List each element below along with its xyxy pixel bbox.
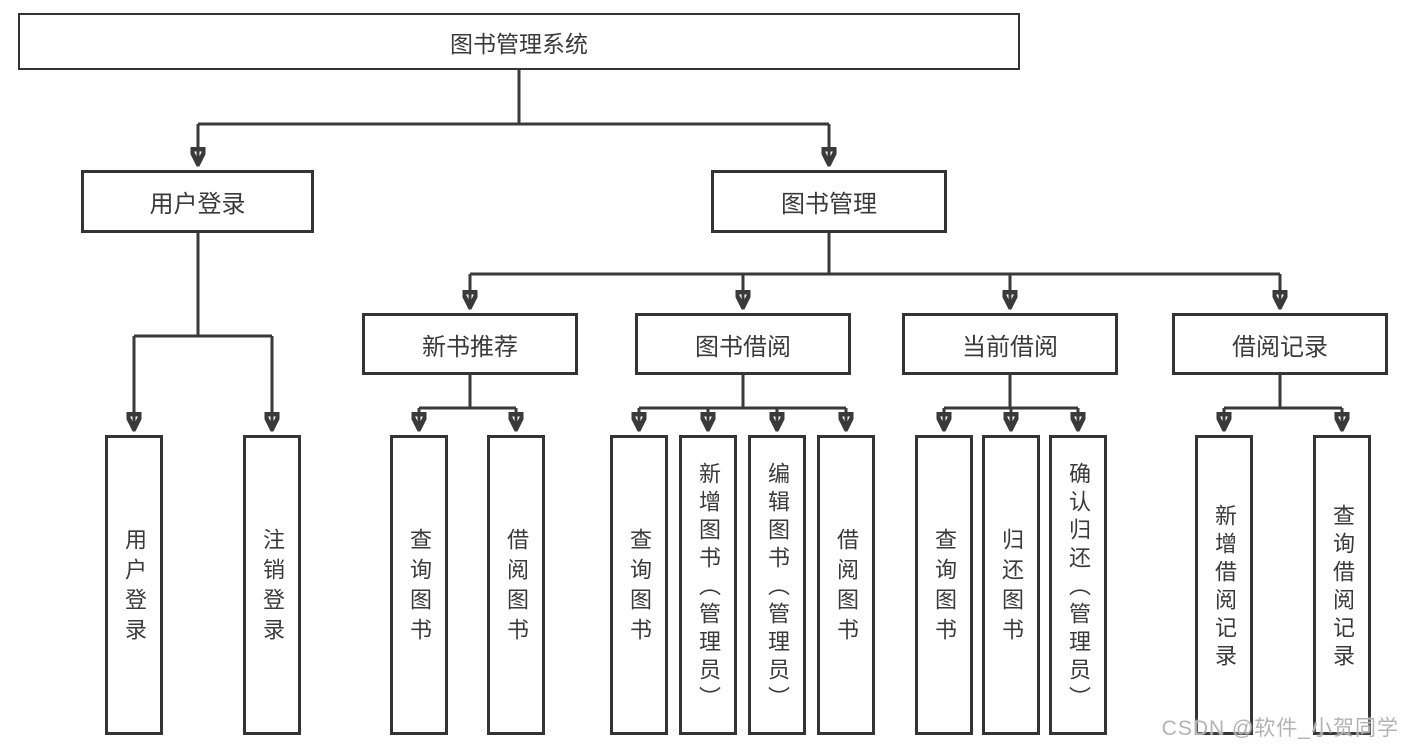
node-label: 借阅记录 — [1232, 333, 1328, 361]
leaf-user-login: 用户登录 — [105, 435, 163, 735]
leaf-query-books-borrowing: 查询图书 — [610, 435, 668, 735]
leaf-add-borrowing-record: 新增借阅记录 — [1195, 435, 1253, 735]
leaf-return-books: 归还图书 — [982, 435, 1040, 735]
leaf-borrow-books: 借阅图书 — [817, 435, 875, 735]
node-book-borrowing: 图书借阅 — [635, 313, 851, 375]
node-current-borrowing: 当前借阅 — [902, 313, 1118, 375]
leaf-add-book-admin: 新增图书（管理员） — [679, 435, 737, 735]
node-label: 当前借阅 — [962, 333, 1058, 361]
node-label: 图书管理 — [781, 191, 877, 218]
leaf-confirm-return-admin: 确认归还（管理员） — [1049, 435, 1107, 735]
node-user-login: 用户登录 — [81, 170, 314, 233]
node-label: 用户登录 — [149, 191, 246, 218]
node-borrowing-records: 借阅记录 — [1172, 313, 1388, 375]
node-book-management: 图书管理 — [711, 170, 947, 233]
node-library-management-system: 图书管理系统 — [18, 13, 1020, 70]
node-new-book-recommendation: 新书推荐 — [362, 313, 578, 375]
leaf-query-books-current: 查询图书 — [915, 435, 973, 735]
csdn-watermark: CSDN @软件_小贺同学 — [1161, 717, 1399, 740]
node-label: 新书推荐 — [422, 333, 518, 361]
node-label: 图书借阅 — [695, 333, 791, 361]
leaf-logout: 注销登录 — [243, 435, 301, 735]
leaf-query-borrowing-record: 查询借阅记录 — [1313, 435, 1371, 735]
leaf-edit-book-admin: 编辑图书（管理员） — [748, 435, 806, 735]
leaf-borrow-books-recommend: 借阅图书 — [487, 435, 545, 735]
node-label: 图书管理系统 — [450, 30, 588, 57]
leaf-query-books-recommend: 查询图书 — [390, 435, 448, 735]
